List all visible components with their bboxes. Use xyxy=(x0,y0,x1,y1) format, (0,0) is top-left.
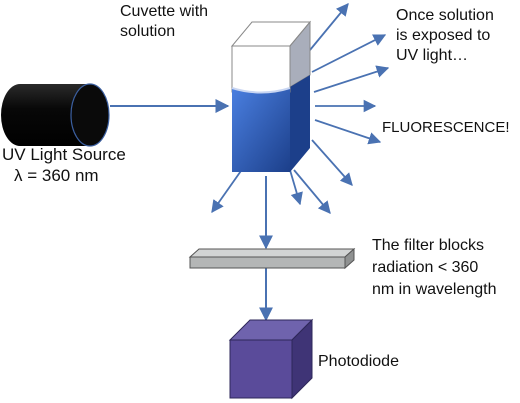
emission-arrow xyxy=(289,169,303,206)
cuvette-solution xyxy=(232,88,290,172)
source-label-line1: UV Light Source xyxy=(2,145,126,164)
emission-arrow xyxy=(311,34,387,73)
filter-label-line2: radiation < 360 xyxy=(372,259,479,276)
emission-arrow xyxy=(313,65,390,93)
exposed-label-line2: is exposed to xyxy=(396,27,491,44)
uv-light-source xyxy=(1,83,110,147)
cuvette-label-line2: solution xyxy=(120,23,176,40)
photodiode-label: Photodiode xyxy=(318,353,399,370)
exposed-label-line3: UV light… xyxy=(396,47,469,64)
filter-label-line1: The filter blocks xyxy=(372,237,485,254)
cuvette-front-glass xyxy=(231,45,291,93)
filter xyxy=(188,247,356,270)
cuvette-side-solution xyxy=(290,75,310,172)
source-label-line2: λ = 360 nm xyxy=(14,166,99,185)
fluorescence-emission-arrows xyxy=(211,3,390,214)
cuvette xyxy=(230,20,312,172)
fluorescence-label: FLUORESCENCE! xyxy=(382,119,510,136)
emission-arrow xyxy=(211,167,244,214)
emission-arrow xyxy=(309,3,349,51)
emission-arrow xyxy=(311,139,353,186)
cuvette-label-line1: Cuvette with xyxy=(120,3,209,20)
exposed-label-line1: Once solution xyxy=(396,7,494,24)
emission-arrow xyxy=(293,169,331,214)
filter-label-line3: nm in wavelength xyxy=(372,281,497,298)
emission-arrow xyxy=(314,119,382,145)
photodiode xyxy=(228,318,314,400)
